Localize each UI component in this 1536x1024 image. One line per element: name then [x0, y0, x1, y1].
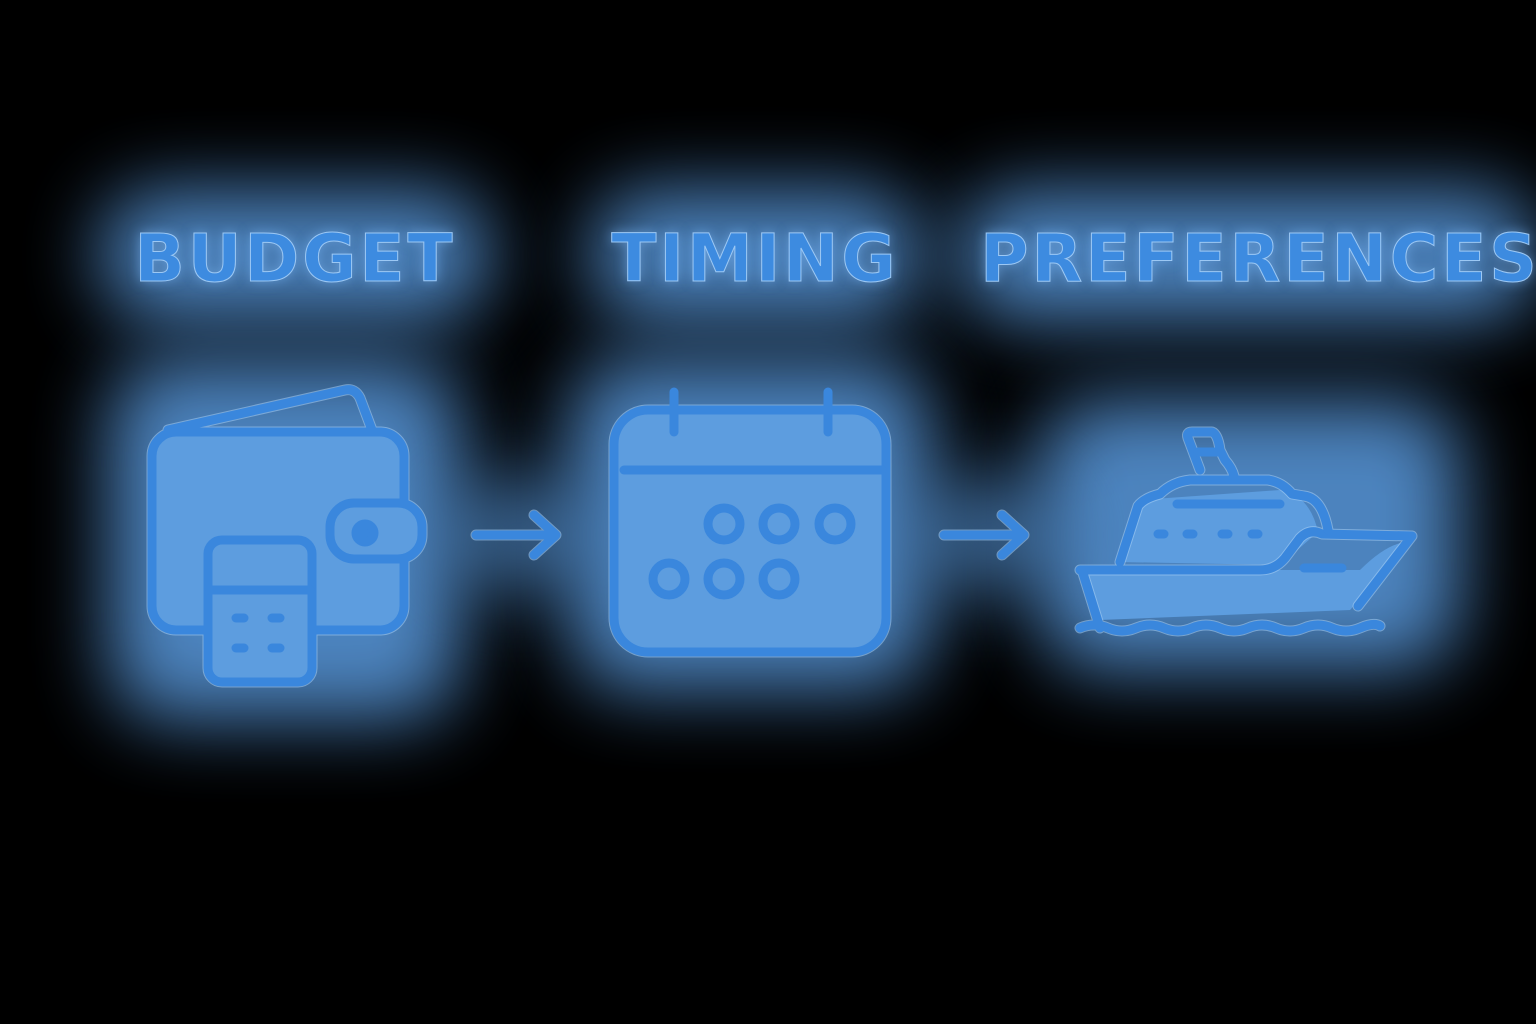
step-label-timing: TIMING — [611, 219, 899, 297]
arrow-right-icon — [938, 505, 1033, 565]
wallet-calculator-icon — [140, 380, 440, 690]
step-label-preferences: PREFERENCES — [980, 219, 1536, 297]
arrow-right-icon — [470, 505, 565, 565]
step-label-budget: BUDGET — [134, 219, 456, 297]
cruise-ship-icon — [1060, 410, 1440, 650]
calendar-icon — [600, 380, 900, 670]
